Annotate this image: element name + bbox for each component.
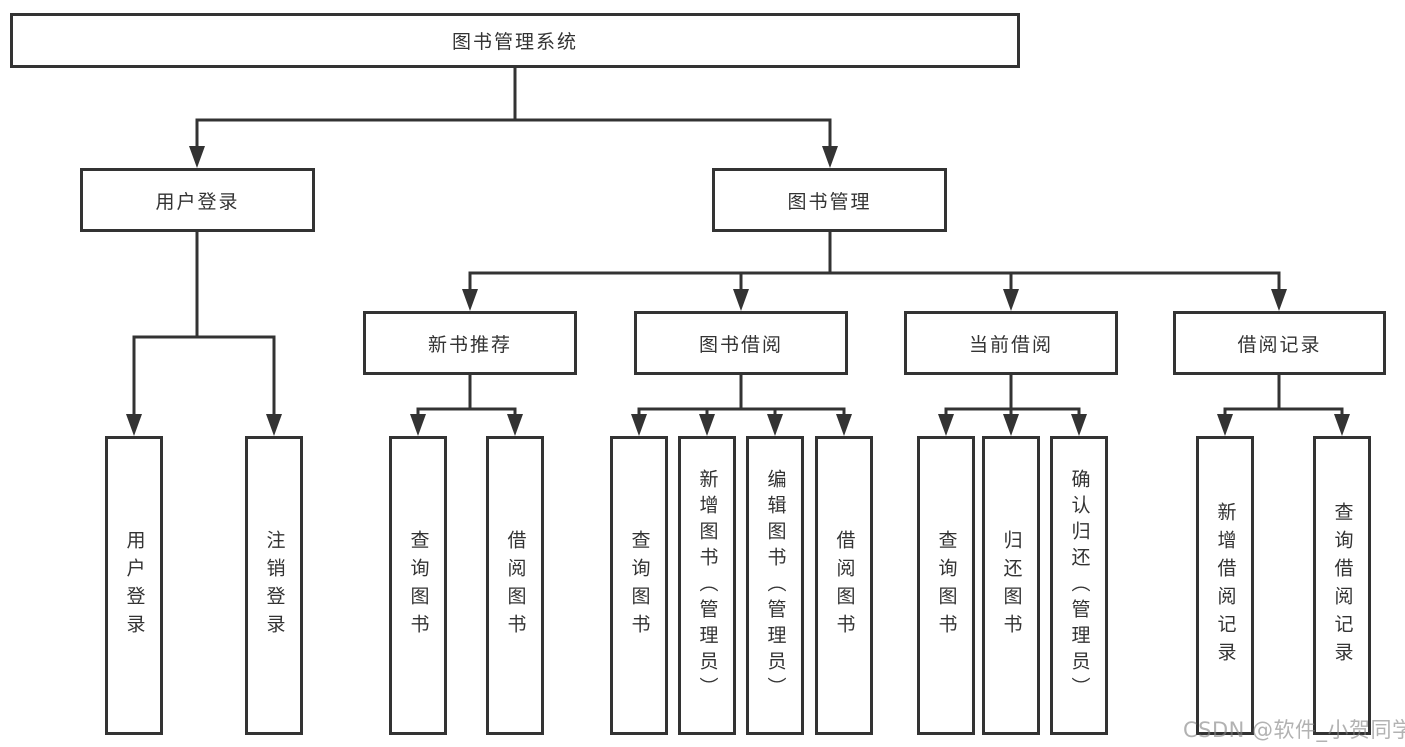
node-label: 借阅图书 — [833, 529, 856, 642]
node-label: 新增图书（管理员） — [696, 468, 719, 703]
leaf-borrowing-edit-books-admin: 编辑图书（管理员） — [746, 436, 804, 735]
csdn-watermark: CSDN @软件_小贺同学 — [1183, 718, 1405, 742]
leaf-current-query-books: 查询图书 — [917, 436, 975, 735]
node-label: 借阅图书 — [504, 529, 527, 642]
node-current-borrowing: 当前借阅 — [904, 311, 1118, 375]
node-user-login: 用户登录 — [80, 168, 315, 232]
node-label: 用户登录 — [123, 529, 146, 642]
node-new-book-recommendation: 新书推荐 — [363, 311, 577, 375]
leaf-current-return-books: 归还图书 — [982, 436, 1040, 735]
node-library-management-system: 图书管理系统 — [10, 13, 1020, 68]
leaf-login-logout: 注销登录 — [245, 436, 303, 735]
leaf-borrowing-borrow-books: 借阅图书 — [815, 436, 873, 735]
node-label: 用户登录 — [155, 190, 240, 213]
node-label: 查询图书 — [628, 529, 651, 642]
node-book-borrowing: 图书借阅 — [634, 311, 848, 375]
node-borrowing-records: 借阅记录 — [1173, 311, 1386, 375]
node-label: 归还图书 — [1000, 529, 1023, 642]
leaf-newbook-borrow-books: 借阅图书 — [486, 436, 544, 735]
leaf-borrowing-add-books-admin: 新增图书（管理员） — [678, 436, 736, 735]
node-label: 查询借阅记录 — [1331, 501, 1354, 670]
node-label: 查询图书 — [935, 529, 958, 642]
node-label: 注销登录 — [263, 529, 286, 642]
node-label: 图书管理 — [787, 190, 872, 213]
node-label: 当前借阅 — [968, 333, 1053, 356]
leaf-newbook-query-books: 查询图书 — [389, 436, 447, 735]
node-label: 编辑图书（管理员） — [764, 468, 787, 703]
node-label: 图书借阅 — [698, 333, 783, 356]
node-label: 新书推荐 — [427, 333, 512, 356]
leaf-records-query-borrow-record: 查询借阅记录 — [1313, 436, 1371, 735]
leaf-records-add-borrow-record: 新增借阅记录 — [1196, 436, 1254, 735]
node-label: 确认归还（管理员） — [1068, 468, 1091, 703]
node-label: 图书管理系统 — [451, 31, 578, 53]
node-label: 新增借阅记录 — [1214, 501, 1237, 670]
node-label: 借阅记录 — [1237, 333, 1322, 356]
node-label: 查询图书 — [407, 529, 430, 642]
leaf-borrowing-query-books: 查询图书 — [610, 436, 668, 735]
leaf-current-confirm-return-admin: 确认归还（管理员） — [1050, 436, 1108, 735]
leaf-login-user-login: 用户登录 — [105, 436, 163, 735]
node-book-management: 图书管理 — [712, 168, 947, 232]
